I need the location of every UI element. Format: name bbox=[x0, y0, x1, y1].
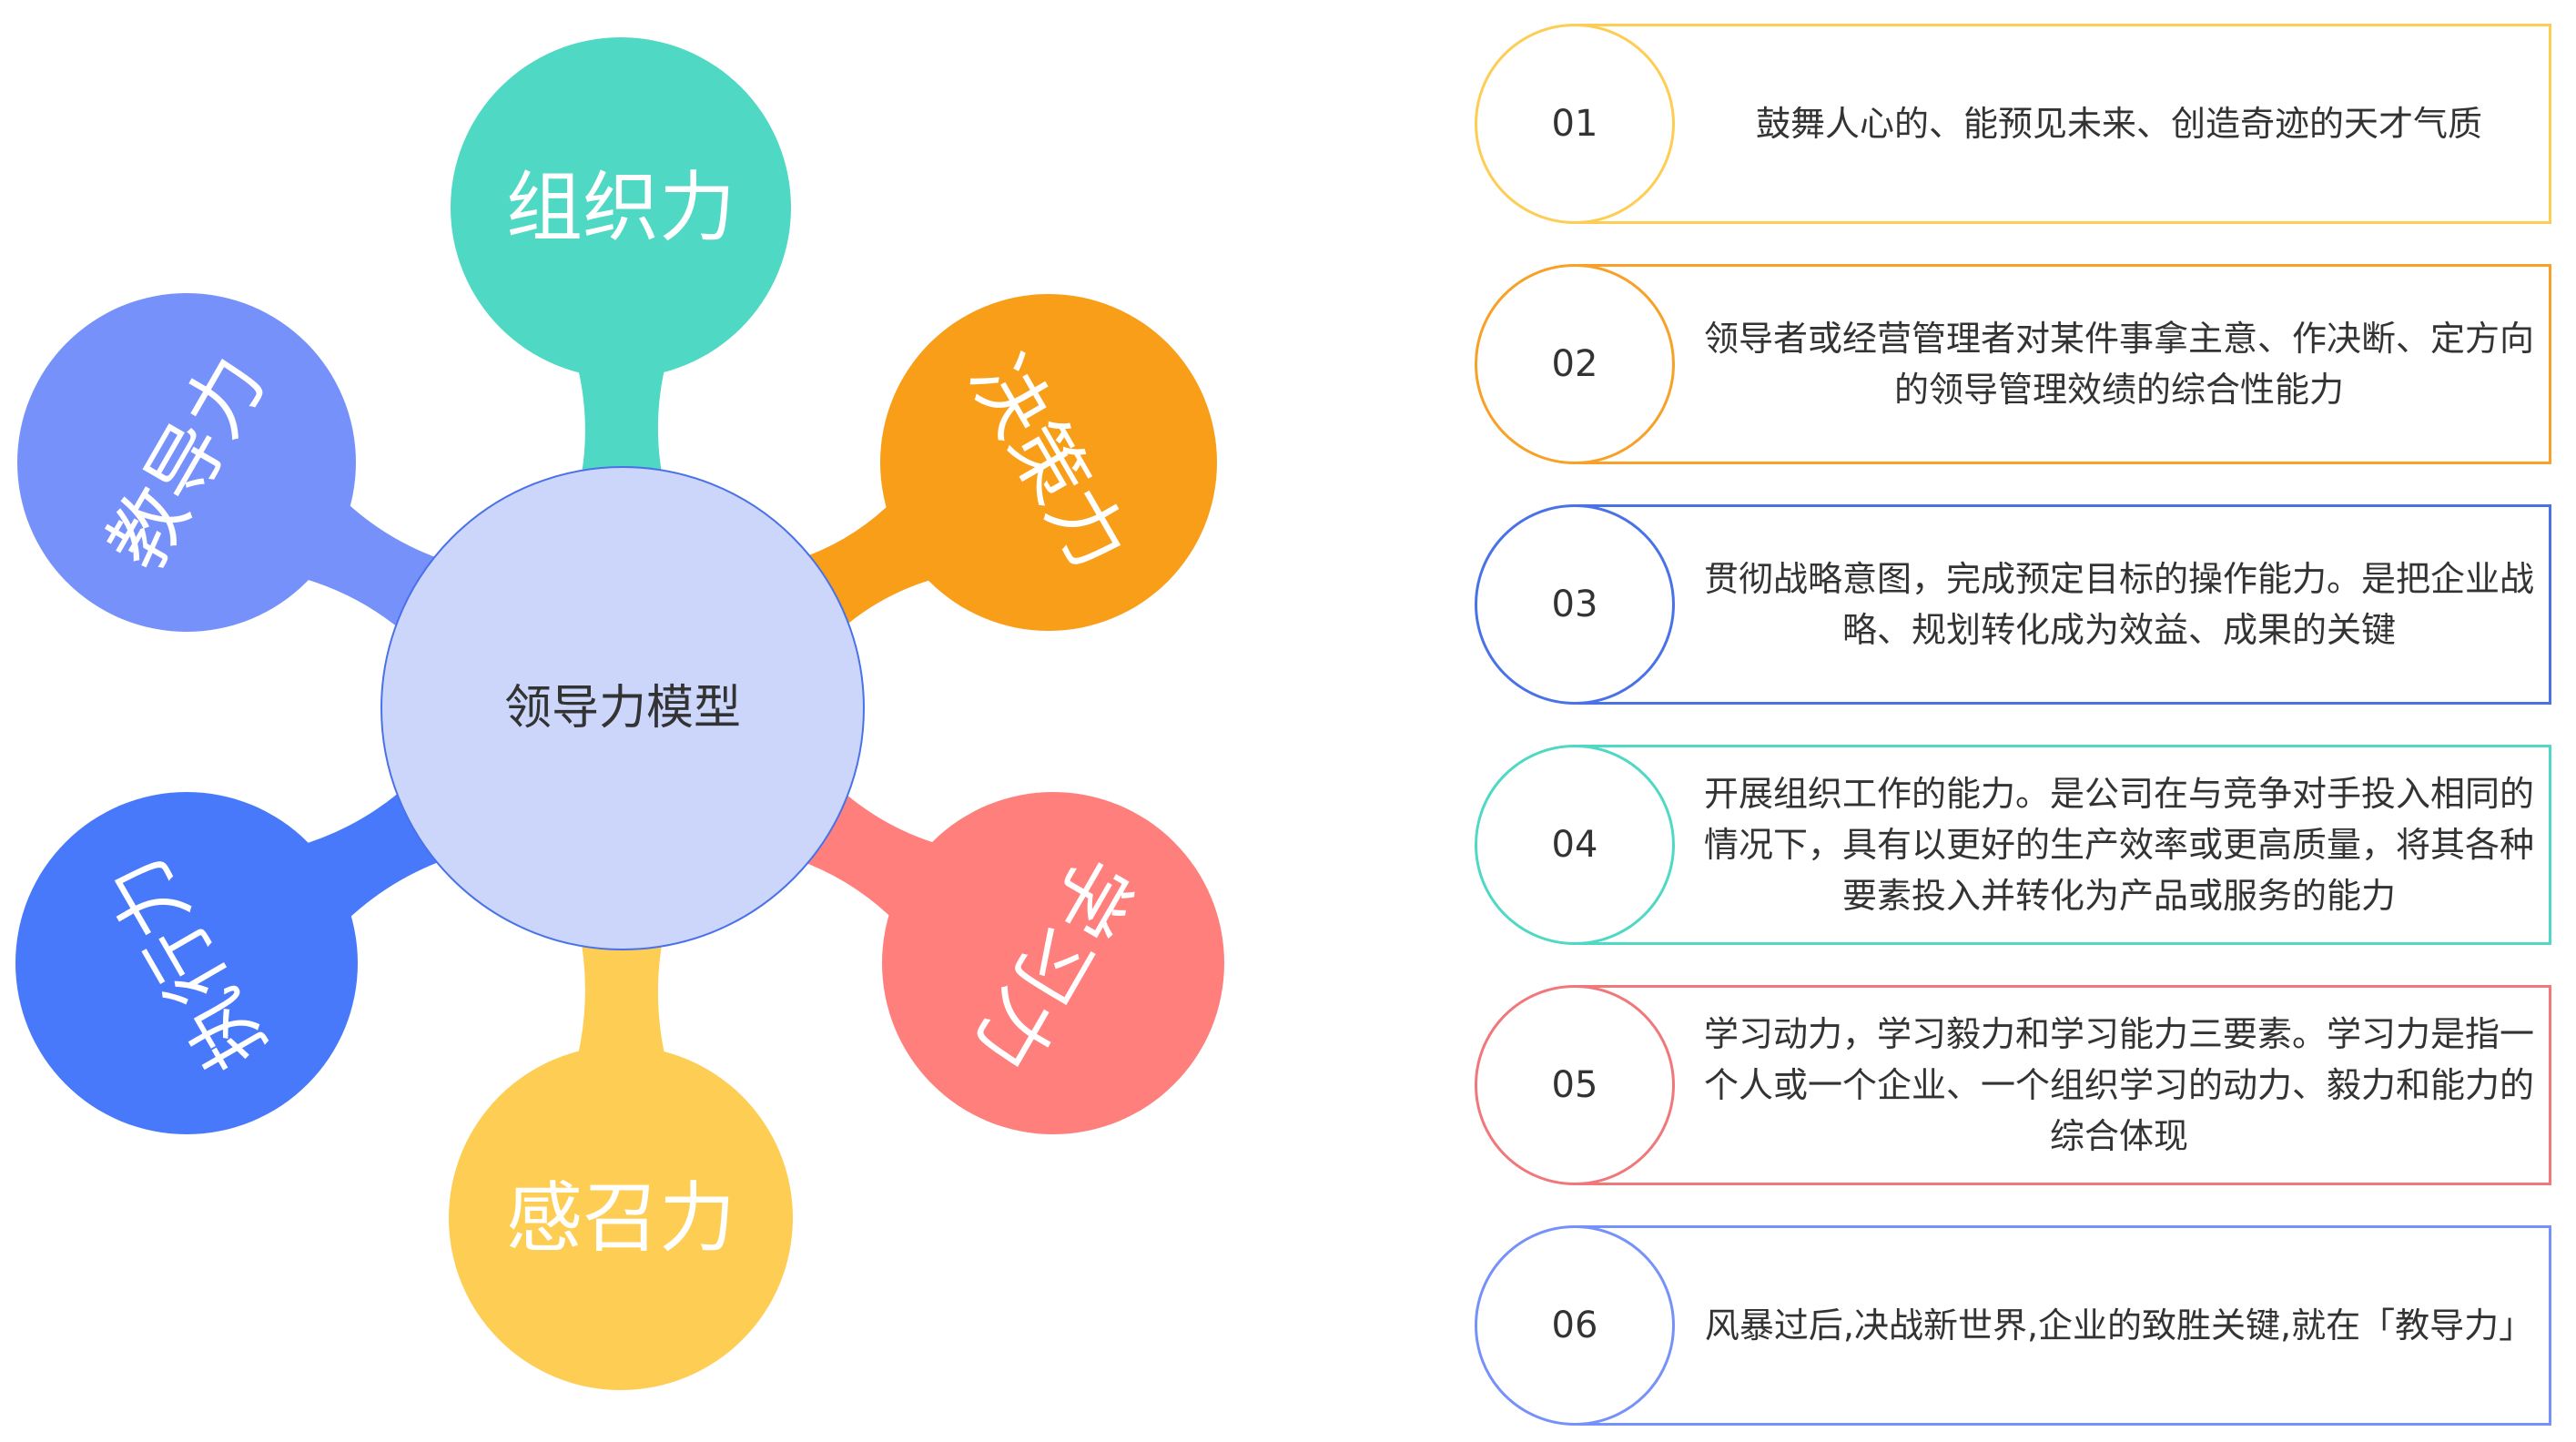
connector-inspire bbox=[575, 917, 668, 1065]
card-05: 05 学习动力，学习毅力和学习能力三要素。学习力是指一个人或一个企业、一个组织学习… bbox=[1475, 985, 2551, 1185]
card-number-circle bbox=[1475, 264, 1675, 464]
petal-teach bbox=[17, 293, 356, 632]
petal-inspire bbox=[449, 1046, 793, 1390]
card-02: 02 领导者或经营管理者对某件事拿主意、作决断、定方向的领导管理效绩的综合性能力 bbox=[1475, 264, 2551, 464]
center-label: 领导力模型 bbox=[504, 681, 741, 736]
card-number: 03 bbox=[1551, 584, 1598, 625]
card-01: 01 鼓舞人心的、能预见未来、创造奇迹的天才气质 bbox=[1475, 24, 2551, 224]
card-number-circle bbox=[1475, 985, 1675, 1185]
card-frame bbox=[1577, 264, 2551, 464]
center-circle bbox=[380, 466, 865, 950]
card-06: 06 风暴过后,决战新世界,企业的致胜关键,就在「教导力」 bbox=[1475, 1225, 2551, 1426]
card-number: 01 bbox=[1551, 103, 1598, 145]
card-frame bbox=[1577, 1225, 2551, 1426]
petal-label-inspire: 感召力 bbox=[506, 1173, 735, 1263]
card-number: 02 bbox=[1551, 343, 1598, 385]
card-frame bbox=[1577, 745, 2551, 945]
card-number-circle bbox=[1475, 745, 1675, 945]
card-number-circle bbox=[1475, 1225, 1675, 1426]
card-number-circle bbox=[1475, 24, 1675, 224]
card-frame bbox=[1577, 985, 2551, 1185]
card-frame bbox=[1577, 504, 2551, 705]
card-number: 04 bbox=[1551, 824, 1598, 866]
card-number: 05 bbox=[1551, 1064, 1598, 1106]
card-description: 领导者或经营管理者对某件事拿主意、作决断、定方向的领导管理效绩的综合性能力 bbox=[1703, 319, 2534, 410]
card-frame bbox=[1577, 24, 2551, 224]
card-04: 04 开展组织工作的能力。是公司在与竞争对手投入相同的情况下，具有以更好的生产效率… bbox=[1475, 745, 2551, 945]
card-description: 鼓舞人心的、能预见未来、创造奇迹的天才气质 bbox=[1755, 104, 2482, 144]
card-description: 开展组织工作的能力。是公司在与竞争对手投入相同的情况下，具有以更好的生产效率或更… bbox=[1703, 774, 2534, 916]
petal-decide bbox=[880, 294, 1217, 631]
card-number: 06 bbox=[1551, 1305, 1598, 1346]
card-03: 03 贯彻战略意图，完成预定目标的操作能力。是把企业战略、规划转化成为效益、成果的… bbox=[1475, 504, 2551, 705]
card-number-circle bbox=[1475, 504, 1675, 705]
petal-organize bbox=[451, 37, 791, 378]
petal-learn bbox=[882, 792, 1224, 1134]
card-description: 风暴过后,决战新世界,企业的致胜关键,就在「教导力」 bbox=[1704, 1305, 2534, 1346]
petal-label-organize: 组织力 bbox=[506, 163, 735, 252]
card-description: 贯彻战略意图，完成预定目标的操作能力。是把企业战略、规划转化成为效益、成果的关键 bbox=[1703, 559, 2534, 650]
petal-execute bbox=[15, 792, 358, 1134]
connector-organize bbox=[575, 359, 668, 500]
card-description: 学习动力，学习毅力和学习能力三要素。学习力是指一个人或一个企业、一个组织学习的动… bbox=[1703, 1014, 2534, 1156]
